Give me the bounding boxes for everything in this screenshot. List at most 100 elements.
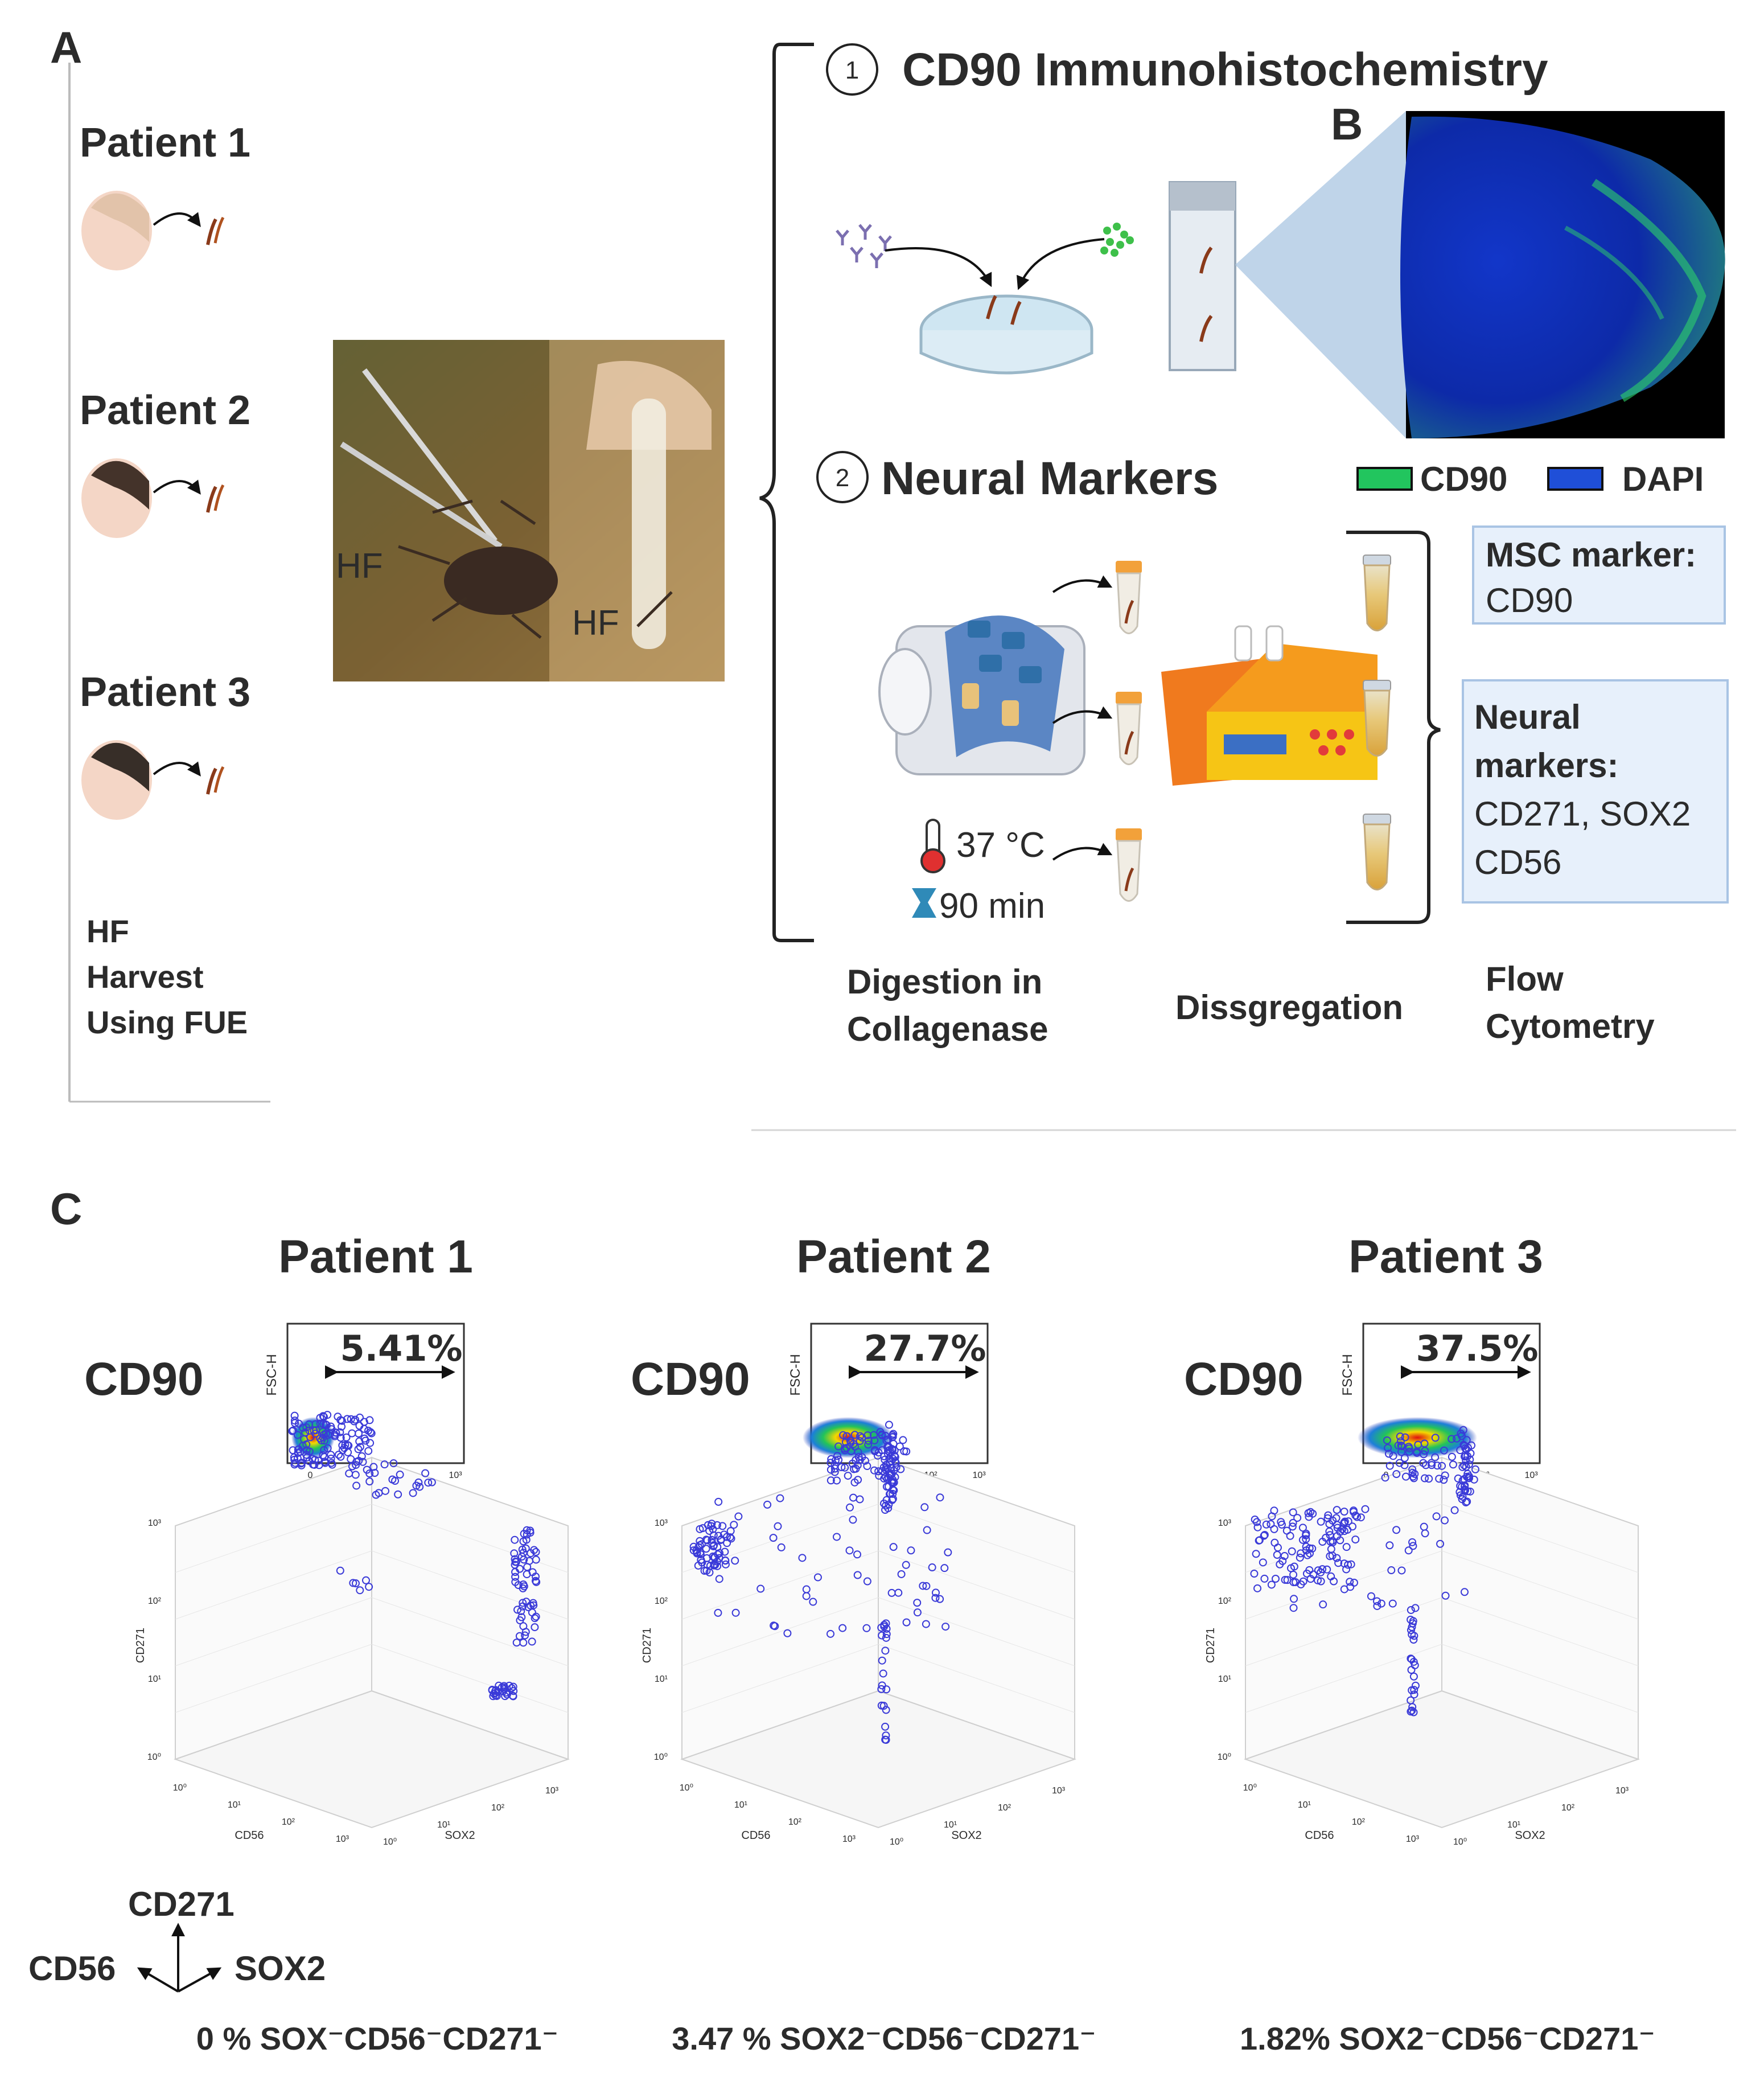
digestion-tube-icon-3 [1116, 828, 1142, 902]
scatter-3d-1-ztick-0: 10³ [148, 1518, 162, 1528]
step1-title: CD90 Immunohistochemistry [902, 44, 1548, 96]
scatter-3d-1-ytick-3: 10³ [545, 1786, 559, 1796]
scatter-3d-3-axis-1: CD56 [1305, 1829, 1334, 1842]
gate-plot-3-tick-0: 0 [1384, 1471, 1389, 1480]
step2-circle [816, 451, 869, 503]
gate-plot-1-tick-3: 10³ [449, 1471, 462, 1480]
scatter-3d-3-xtick-3: 10⁰ [1243, 1783, 1257, 1793]
scatter-3d-3-ztick-0: 10³ [1218, 1518, 1232, 1528]
scatter-3d-3-ztick-3: 10⁰ [1218, 1752, 1231, 1762]
step2-title: Neural Markers [881, 453, 1219, 504]
gate-plot-3-y-axis: FSC-H [1340, 1354, 1355, 1395]
patient-1-flow-panel: Patient 1CD90FSC-H010¹10²10³5.41%CD271CD… [84, 1231, 570, 2056]
microscope-slide-icon [1169, 181, 1236, 371]
harvest-line-2: Harvest [87, 959, 203, 995]
scatter-3d-2-points [689, 1420, 952, 1744]
legend-axis-cd271: CD271 [128, 1885, 235, 1923]
legend-dapi-swatch [1547, 467, 1603, 491]
patient-2-flow-panel: Patient 2CD90FSC-H010¹10²10³27.7%CD271CD… [631, 1231, 1096, 2056]
scatter-3d-1-ytick-2: 10² [491, 1803, 505, 1813]
fluorophore-arrow [1017, 238, 1105, 290]
duration-label: 90 min [939, 886, 1045, 926]
fluorophore-dots-icon [1100, 223, 1134, 257]
neural-line-2: markers: [1474, 746, 1619, 785]
gate-plot-2-percent: 27.7% [864, 1328, 986, 1369]
scatter-3d-2-axis-0: CD271 [641, 1628, 653, 1663]
msc-title: MSC marker: [1486, 536, 1696, 574]
scatter-3d-3-axis-2: SOX2 [1515, 1829, 1545, 1842]
flow-tube-icon-3 [1363, 814, 1391, 890]
step1-number: 1 [845, 56, 859, 84]
step1-circle [826, 43, 878, 96]
neural-line-4: CD56 [1474, 843, 1561, 881]
legend-cd90-swatch [1356, 467, 1413, 491]
gate-plot-2-y-axis: FSC-H [788, 1354, 803, 1395]
scatter-3d-2-ztick-1: 10² [655, 1596, 668, 1606]
scatter-3d-2-ztick-2: 10¹ [655, 1674, 668, 1684]
patient-3-label: Patient 3 [80, 670, 250, 715]
petri-dish-icon [919, 294, 1093, 375]
legend-cd90-label: CD90 [1420, 460, 1507, 498]
stage-flow-1: Flow [1486, 960, 1564, 998]
flow-tube-icon-2 [1363, 680, 1391, 757]
hf-label-right: HF [572, 603, 619, 643]
scatter-3d-3-axis-0: CD271 [1204, 1628, 1217, 1663]
scatter-3d-2-axis-1: CD56 [741, 1829, 770, 1842]
scatter-3d-2-axis-2: SOX2 [951, 1829, 981, 1842]
scatter-3d-3-ytick-3: 10³ [1615, 1786, 1629, 1796]
scatter-3d-3-ytick-1: 10¹ [1507, 1820, 1520, 1830]
gate-plot-1-percent: 5.41% [340, 1328, 462, 1369]
gate-plot-1-tick-0: 0 [308, 1471, 313, 1480]
patient-3-follicle-icon [206, 767, 217, 795]
flow-patient-1-title: Patient 1 [278, 1231, 473, 1283]
scatter-3d-3-xtick-1: 10² [1352, 1817, 1366, 1827]
patient-2-follicle-icon [206, 486, 217, 513]
flow-patient-3-marker: CD90 [1184, 1353, 1304, 1405]
scatter-3d-2-ytick-3: 10³ [1052, 1786, 1066, 1796]
stage-digestion-2: Collagenase [847, 1010, 1048, 1048]
patient-1-follicle-icon [206, 218, 217, 245]
harvest-line-3: Using FUE [87, 1004, 248, 1040]
scatter-3d-1-axis-0: CD271 [134, 1628, 147, 1663]
flow-patient-3-title: Patient 3 [1348, 1231, 1543, 1283]
gate-plot-3-density [1358, 1417, 1477, 1458]
thermometer-icon [920, 819, 945, 873]
scatter-3d-2-ytick-1: 10¹ [944, 1820, 957, 1830]
neural-marker-box [1462, 679, 1729, 904]
scatter-3d-2-xtick-1: 10² [788, 1817, 802, 1827]
msc-marker-box [1472, 525, 1726, 625]
scatter-3d-1-xtick-1: 10² [282, 1817, 295, 1827]
scatter-3d-1-points [288, 1411, 541, 1701]
flow-patient-2-marker: CD90 [631, 1353, 750, 1405]
scatter-3d-1-ztick-1: 10² [148, 1596, 162, 1606]
scatter-3d-3-xtick-2: 10¹ [1298, 1800, 1311, 1810]
legend-axis-sox2: SOX2 [235, 1949, 326, 1988]
temperature-label: 37 °C [956, 826, 1045, 865]
flow-brace [1346, 531, 1441, 924]
gate-plot-1-y-axis: FSC-H [264, 1354, 279, 1395]
stage-digestion-1: Digestion in [847, 963, 1042, 1001]
antibody-icon [836, 224, 892, 268]
scatter-3d-3-ytick-2: 10² [1561, 1803, 1575, 1813]
scatter-3d-3-ztick-1: 10² [1218, 1596, 1232, 1606]
scatter-3d-2-xtick-2: 10¹ [734, 1800, 747, 1810]
flow-patient-2-title: Patient 2 [796, 1231, 991, 1283]
scatter-3d-1-xtick-3: 10⁰ [173, 1783, 187, 1793]
tube-rotator-icon [878, 615, 1085, 775]
zoom-cone [1235, 111, 1406, 438]
scatter-3d-3-points [1250, 1426, 1479, 1717]
digestion-tube-icon-1 [1116, 561, 1142, 634]
scatter-3d-1-xtick-0: 10³ [336, 1834, 349, 1844]
stage-disaggregation: Dissgregation [1175, 988, 1403, 1026]
patient-3-flow-panel: Patient 3CD90FSC-H010¹10²10³37.5%CD271CD… [1184, 1231, 1655, 2056]
legend-dapi-label: DAPI [1622, 460, 1704, 498]
scatter-3d-3-ztick-2: 10¹ [1218, 1674, 1231, 1684]
scatter-3d-2-ytick-0: 10⁰ [890, 1837, 903, 1847]
panel-b-label: B [1331, 99, 1363, 149]
flow-patient-2-summary: 3.47 % SOX2⁻CD56⁻CD271⁻ [672, 2021, 1096, 2056]
